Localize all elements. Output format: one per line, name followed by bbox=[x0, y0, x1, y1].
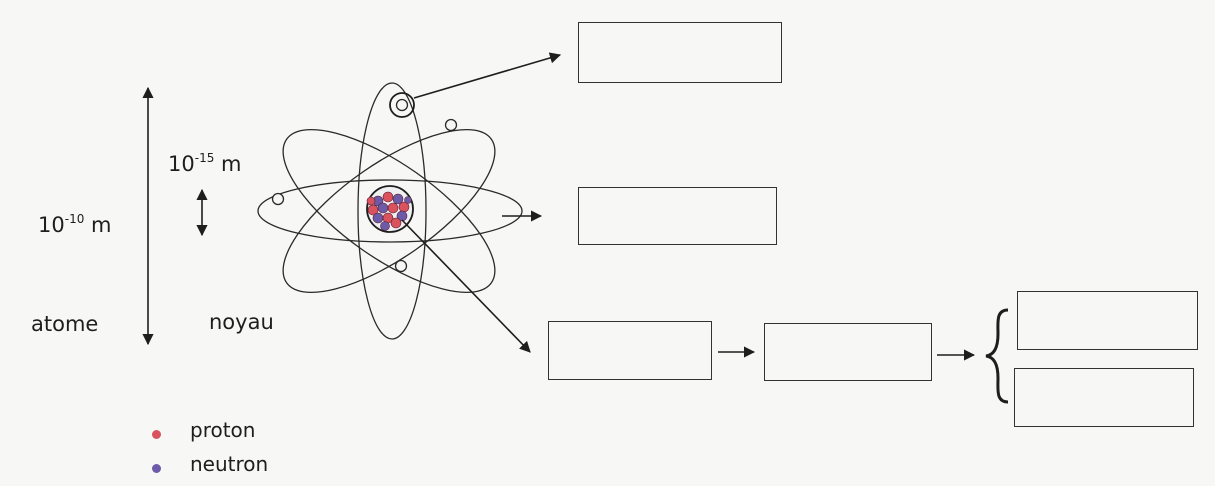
answer-box-nucleon-constituent[interactable] bbox=[764, 323, 932, 381]
electrons bbox=[273, 100, 457, 272]
neutron-legend-label: neutron bbox=[190, 452, 268, 476]
answer-box-nucleon[interactable] bbox=[548, 321, 712, 380]
atom-size-label: 10-10 m bbox=[38, 213, 111, 237]
nucleus-label: noyau bbox=[209, 310, 274, 334]
curly-brace bbox=[986, 310, 1008, 402]
electron bbox=[446, 120, 457, 131]
electron bbox=[396, 261, 407, 272]
answer-box-nucleus[interactable] bbox=[578, 187, 777, 245]
electron bbox=[273, 194, 284, 205]
arrow-electron-to-box bbox=[414, 55, 560, 98]
neutron-legend-swatch bbox=[152, 464, 161, 473]
nucleus-size-label: 10-15 m bbox=[168, 152, 241, 176]
electron bbox=[397, 100, 408, 111]
answer-box-quark-lower[interactable] bbox=[1014, 368, 1194, 427]
atom-label: atome bbox=[31, 312, 98, 336]
proton-legend-label: proton bbox=[190, 418, 255, 442]
proton-legend-swatch bbox=[152, 430, 161, 439]
answer-box-electron[interactable] bbox=[578, 22, 782, 83]
answer-box-quark-upper[interactable] bbox=[1017, 291, 1198, 350]
arrow-nucleon-to-box bbox=[402, 220, 530, 352]
